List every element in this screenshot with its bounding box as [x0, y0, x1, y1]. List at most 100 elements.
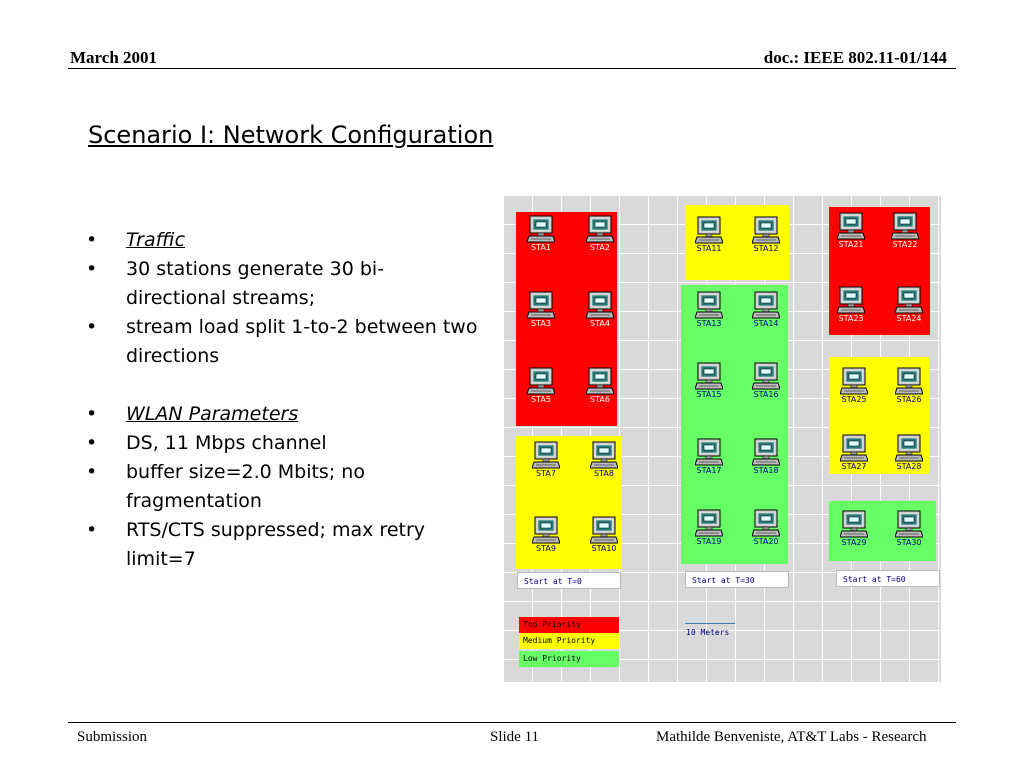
station-1: STA1 [520, 215, 562, 253]
legend-medium-priority: Medium Priority [519, 633, 619, 649]
bullet-glyph: • [86, 432, 98, 454]
computer-icon [579, 291, 621, 319]
computer-icon [745, 291, 787, 319]
station-label: STA18 [753, 466, 779, 475]
station-24: STA24 [888, 286, 930, 324]
bullet-list: • Traffic • 30 stations generate 30 bi-dir… [86, 226, 481, 574]
scale-label: 10 Meters [686, 628, 730, 637]
computer-icon [745, 216, 787, 244]
station-label: STA26 [896, 395, 922, 404]
computer-icon [745, 509, 787, 537]
computer-icon [745, 362, 787, 390]
start-label-t30: Start at T=30 [685, 571, 789, 588]
station-label: STA11 [696, 244, 722, 253]
station-label: STA16 [753, 390, 779, 399]
header-date: March 2001 [70, 48, 158, 67]
bullet-text: 30 stations generate 30 bi-directional s… [126, 258, 385, 309]
computer-icon [520, 215, 562, 243]
station-label: STA24 [896, 314, 922, 323]
bullet-text: stream load split 1-to-2 between two dir… [126, 316, 478, 367]
header-doc-id: doc.: IEEE 802.11-01/144 [763, 48, 947, 67]
bullet-text: WLAN Parameters [126, 403, 299, 425]
station-label: STA25 [841, 395, 867, 404]
station-17: STA17 [688, 438, 730, 476]
station-4: STA4 [579, 291, 621, 329]
scale-bar [685, 623, 735, 624]
station-label: STA21 [838, 240, 864, 249]
bullet-text: buffer size=2.0 Mbits; no fragmentation [126, 461, 365, 512]
station-26: STA26 [888, 367, 930, 405]
station-label: STA9 [536, 544, 556, 553]
computer-icon [688, 438, 730, 466]
station-6: STA6 [579, 367, 621, 405]
station-label: STA28 [896, 462, 922, 471]
station-7: STA7 [525, 441, 567, 479]
bullet-text: RTS/CTS suppressed; max retry limit=7 [126, 519, 426, 570]
computer-icon [520, 291, 562, 319]
bullet-glyph: • [86, 403, 98, 425]
station-label: STA19 [696, 537, 722, 546]
station-3: STA3 [520, 291, 562, 329]
station-label: STA22 [892, 240, 918, 249]
station-23: STA23 [830, 286, 872, 324]
legend-top-priority: Top Priority [519, 617, 619, 633]
station-10: STA10 [583, 516, 625, 554]
computer-icon [745, 438, 787, 466]
bullet-glyph: • [86, 316, 98, 338]
station-2: STA2 [579, 215, 621, 253]
computer-icon [888, 367, 930, 395]
station-label: STA6 [590, 395, 610, 404]
station-18: STA18 [745, 438, 787, 476]
footer-submission: Submission [77, 729, 148, 745]
computer-icon [888, 510, 930, 538]
computer-icon [688, 216, 730, 244]
station-22: STA22 [884, 212, 926, 250]
start-label-t60: Start at T=60 [836, 570, 940, 587]
station-11: STA11 [688, 216, 730, 254]
computer-icon [579, 367, 621, 395]
station-14: STA14 [745, 291, 787, 329]
station-15: STA15 [688, 362, 730, 400]
bullet-text: Traffic [126, 229, 186, 251]
bullet-glyph: • [86, 519, 98, 541]
station-label: STA2 [590, 243, 610, 252]
station-label: STA27 [841, 462, 867, 471]
station-19: STA19 [688, 509, 730, 547]
computer-icon [833, 510, 875, 538]
station-label: STA15 [696, 390, 722, 399]
station-label: STA3 [531, 319, 551, 328]
computer-icon [888, 434, 930, 462]
footer-author: Mathilde Benveniste, AT&T Labs - Researc… [656, 729, 927, 745]
station-label: STA14 [753, 319, 779, 328]
station-8: STA8 [583, 441, 625, 479]
start-label-t0: Start at T=0 [517, 572, 621, 589]
station-label: STA30 [896, 538, 922, 547]
bullet-item: • RTS/CTS suppressed; max retry limit=7 [86, 516, 481, 574]
computer-icon [833, 367, 875, 395]
station-label: STA1 [531, 243, 551, 252]
station-30: STA30 [888, 510, 930, 548]
station-12: STA12 [745, 216, 787, 254]
station-label: STA13 [696, 319, 722, 328]
computer-icon [833, 434, 875, 462]
station-16: STA16 [745, 362, 787, 400]
bullet-item: •buffer size=2.0 Mbits; no fragmentation [86, 458, 481, 516]
station-29: STA29 [833, 510, 875, 548]
footer-rule [68, 722, 956, 723]
station-label: STA29 [841, 538, 867, 547]
bullet-item: • WLAN Parameters [86, 400, 481, 429]
computer-icon [884, 212, 926, 240]
computer-icon [583, 441, 625, 469]
station-9: STA9 [525, 516, 567, 554]
station-label: STA10 [591, 544, 617, 553]
station-25: STA25 [833, 367, 875, 405]
station-28: STA28 [888, 434, 930, 472]
station-label: STA4 [590, 319, 610, 328]
computer-icon [583, 516, 625, 544]
header-rule [68, 68, 956, 69]
legend-low-priority: Low Priority [519, 651, 619, 667]
station-label: STA8 [594, 469, 614, 478]
computer-icon [888, 286, 930, 314]
bullet-item: • stream load split 1-to-2 between two di… [86, 313, 481, 371]
footer-slide-number: Slide 11 [490, 729, 540, 745]
